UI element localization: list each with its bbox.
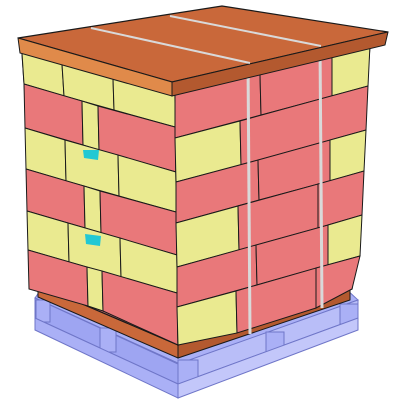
pallet-block [100,328,116,352]
box [84,186,101,233]
gap [85,234,101,246]
strap [320,44,322,308]
box [87,267,103,311]
strap [248,62,250,334]
pallet-block [36,300,50,322]
box [82,101,99,150]
